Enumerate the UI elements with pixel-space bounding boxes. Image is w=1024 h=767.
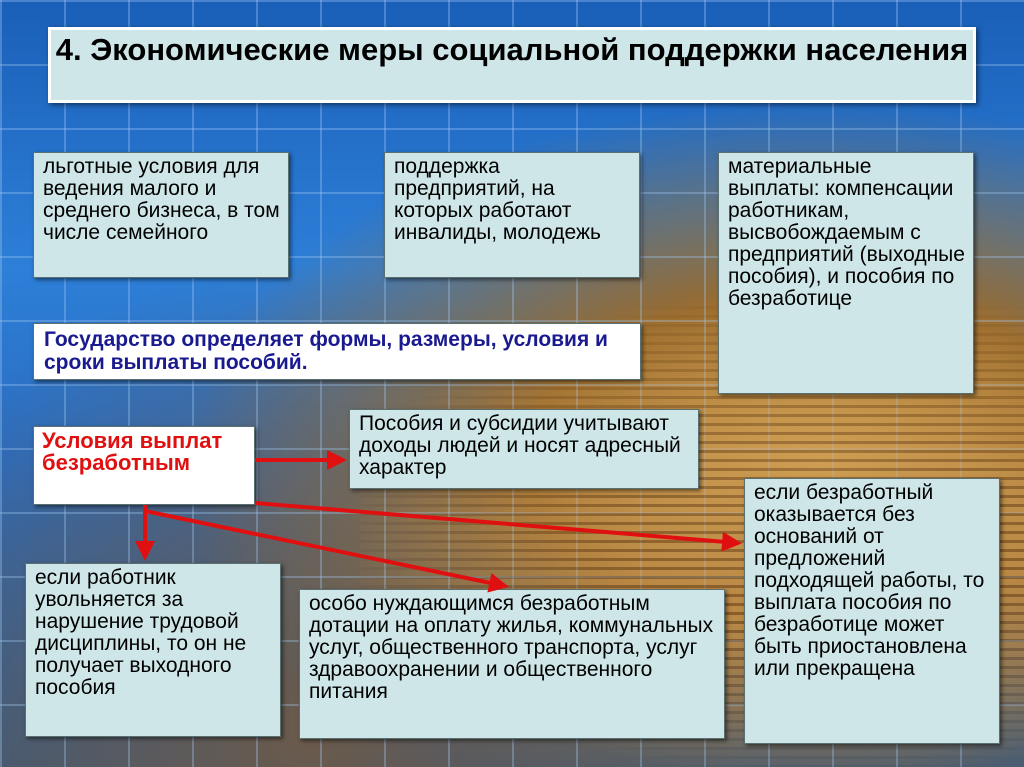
box-suspension: если безработный оказывается без основан…: [744, 478, 1000, 744]
box-state: Государство определяет формы, размеры, у…: [33, 323, 641, 380]
box-benefits: Пособия и субсидии учитывают доходы люде…: [349, 409, 699, 489]
box-dismissal: если работник увольняется за нарушение т…: [25, 563, 281, 737]
box-subsidies: особо нуждающимся безработным дотации на…: [299, 589, 725, 739]
box-conditions: Условия выплат безработным: [33, 426, 255, 505]
box-enterprises: поддержка предприятий, на которых работа…: [384, 152, 640, 278]
box-material-payments: материальные выплаты: компенсации работн…: [718, 152, 974, 394]
box-small-business: льготные условия для ведения малого и ср…: [33, 152, 289, 278]
slide-title: 4. Экономические меры социальной поддерж…: [48, 27, 976, 103]
